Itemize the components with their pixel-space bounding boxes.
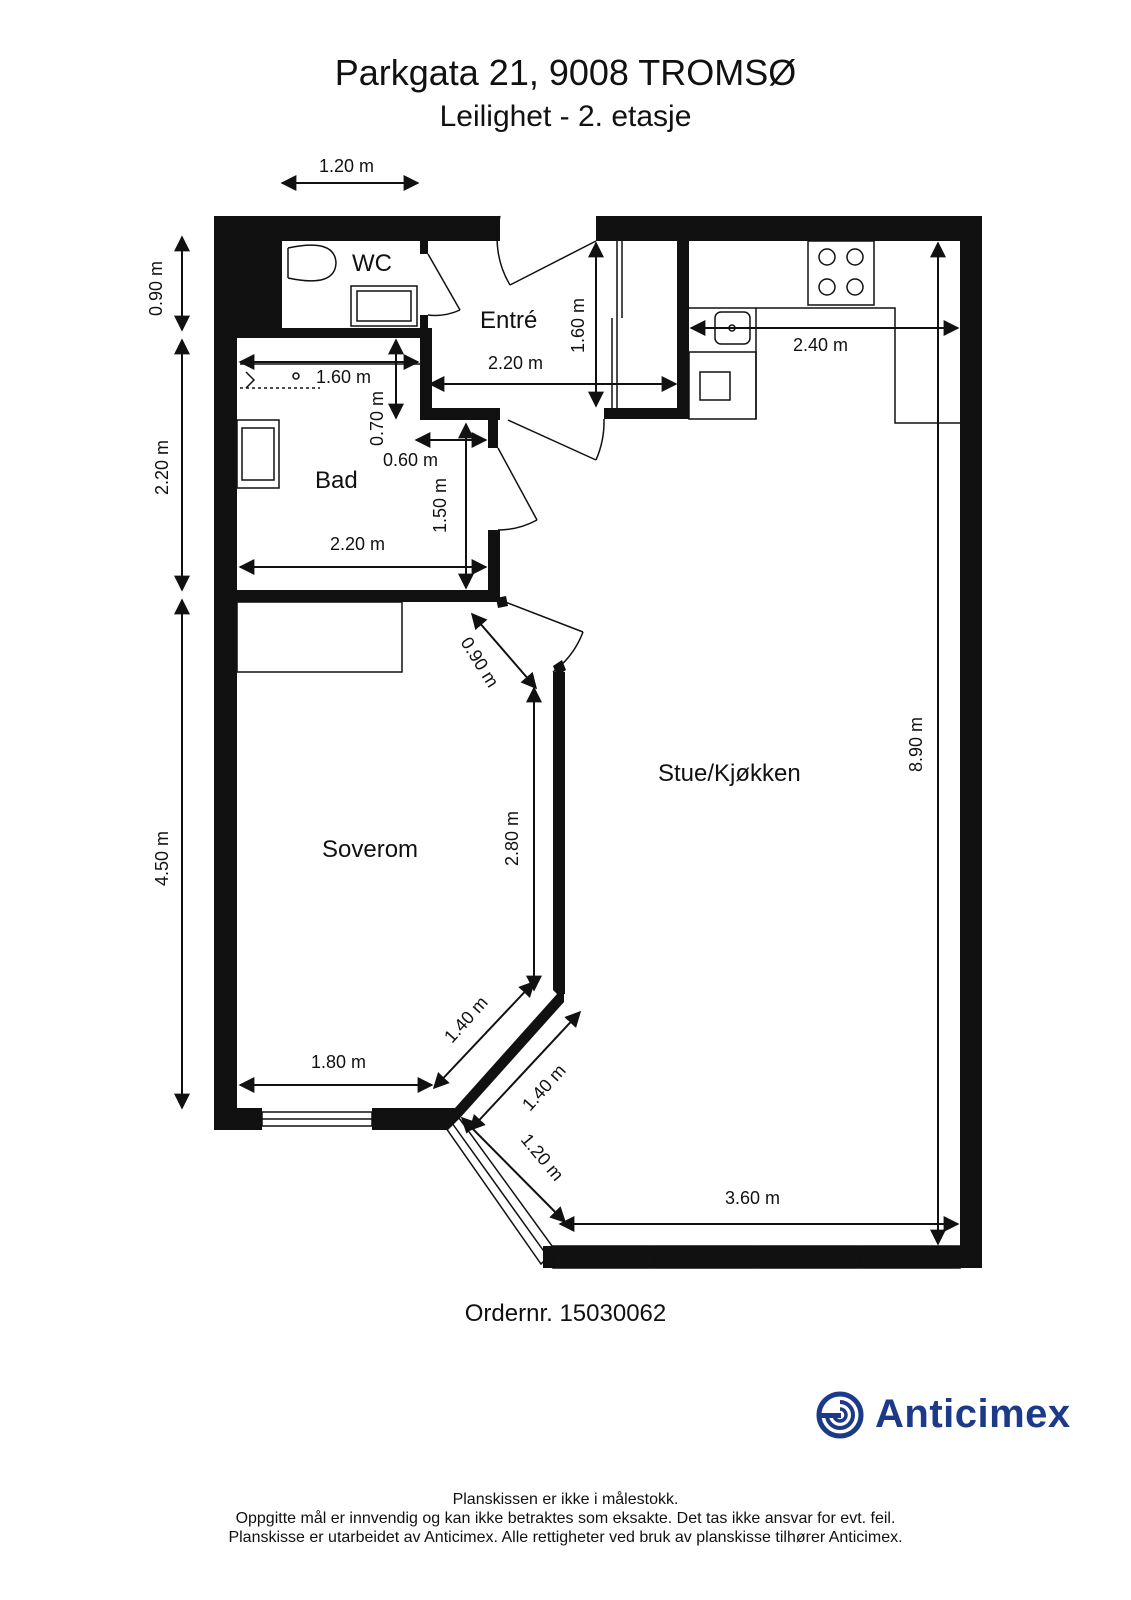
order-number: Ordernr. 15030062 xyxy=(464,1300,667,1327)
dim-bad-height: 2.20 m xyxy=(152,440,172,495)
dim-bad-060: 0.60 m xyxy=(383,450,438,470)
page-subtitle: Leilighet - 2. etasje xyxy=(439,100,692,133)
dim-bad-150: 1.50 m xyxy=(430,478,450,533)
room-label-entre: Entré xyxy=(480,307,537,334)
dim-stue-diag: 1.40 m xyxy=(518,1060,570,1114)
dim-soverom-width: 1.80 m xyxy=(311,1052,366,1072)
room-label-wc: WC xyxy=(352,250,392,277)
walls xyxy=(214,216,982,1268)
footer-disclaimer: Planskissen er ikke i målestokk. Oppgitt… xyxy=(0,1490,1131,1547)
footer-line-2: Oppgitte mål er innvendig og kan ikke be… xyxy=(235,1510,896,1527)
footer-line-3: Planskisse er utarbeidet av Anticimex. A… xyxy=(228,1529,903,1546)
anticimex-logo: Anticimex xyxy=(815,1390,1075,1440)
dim-stue-width: 3.60 m xyxy=(725,1188,780,1208)
anticimex-logo-icon xyxy=(816,1391,864,1439)
room-label-soverom: Soverom xyxy=(322,836,418,863)
room-label-stue: Stue/Kjøkken xyxy=(658,760,801,787)
windows xyxy=(261,1111,961,1269)
dim-entre-height: 1.60 m xyxy=(568,298,588,353)
dim-window-diag: 1.20 m xyxy=(517,1130,568,1185)
dim-bad-width: 2.20 m xyxy=(330,534,385,554)
dim-soverom-diag: 1.40 m xyxy=(440,992,492,1046)
dim-stue-height: 8.90 m xyxy=(906,717,926,772)
dim-kitchen: 2.40 m xyxy=(793,335,848,355)
page-title: Parkgata 21, 9008 TROMSØ xyxy=(334,52,797,93)
room-label-bad: Bad xyxy=(315,467,358,494)
dim-entre-width: 2.20 m xyxy=(488,353,543,373)
dim-wall-280: 2.80 m xyxy=(502,811,522,866)
doors xyxy=(427,215,605,676)
dim-soverom-height: 4.50 m xyxy=(152,831,172,886)
dim-wc-height: 0.90 m xyxy=(146,261,166,316)
dimension-lines xyxy=(174,175,960,1246)
dim-bad-070: 0.70 m xyxy=(367,391,387,446)
anticimex-logo-text: Anticimex xyxy=(875,1392,1071,1436)
fixtures xyxy=(236,240,960,673)
footer-line-1: Planskissen er ikke i målestokk. xyxy=(452,1491,679,1508)
dim-top-width: 1.20 m xyxy=(319,156,374,176)
dim-bad-shower: 1.60 m xyxy=(316,367,371,387)
